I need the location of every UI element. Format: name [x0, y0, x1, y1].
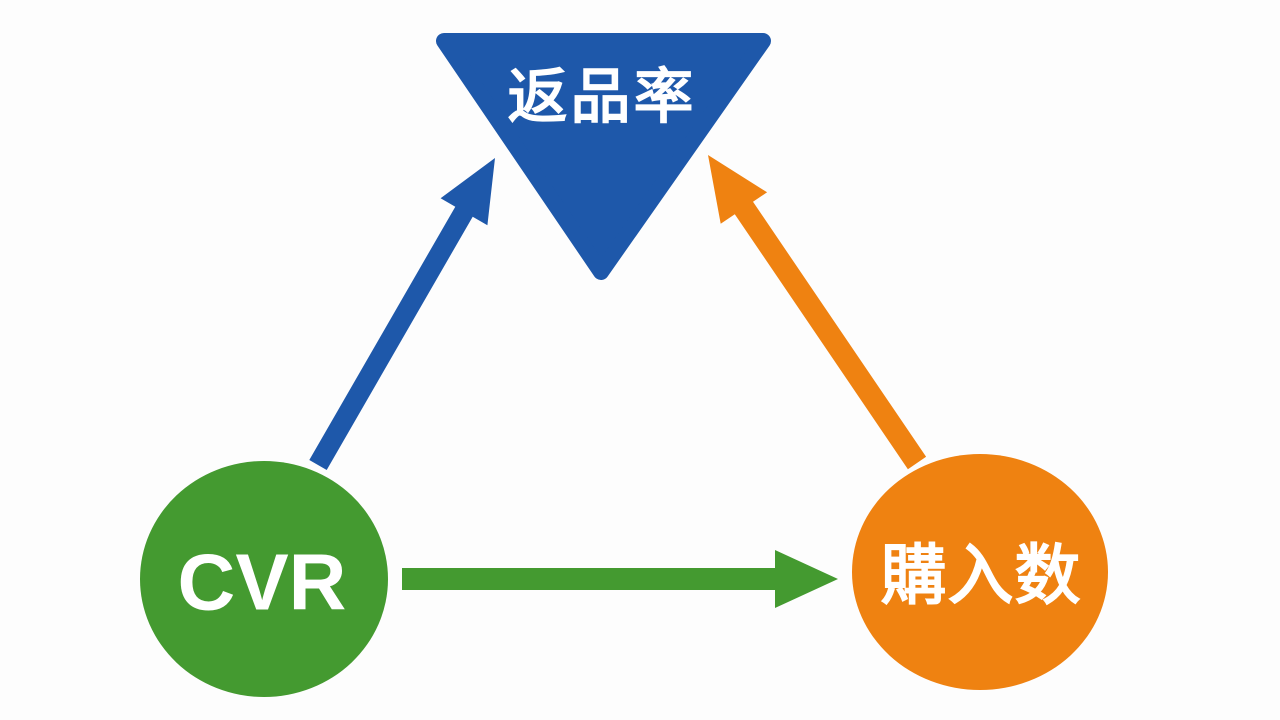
arrow-cvr-to-return-rate — [309, 158, 495, 470]
arrow-purchases-to-return-rate — [708, 155, 927, 470]
purchases-node — [852, 454, 1108, 690]
return-rate-node — [436, 33, 771, 280]
cvr-label: CVR — [178, 538, 347, 627]
return-rate-label: 返品率 — [508, 64, 697, 131]
cvr-node — [140, 461, 388, 697]
purchases-label: 購入数 — [881, 538, 1082, 612]
arrow-cvr-to-purchases — [402, 550, 838, 608]
